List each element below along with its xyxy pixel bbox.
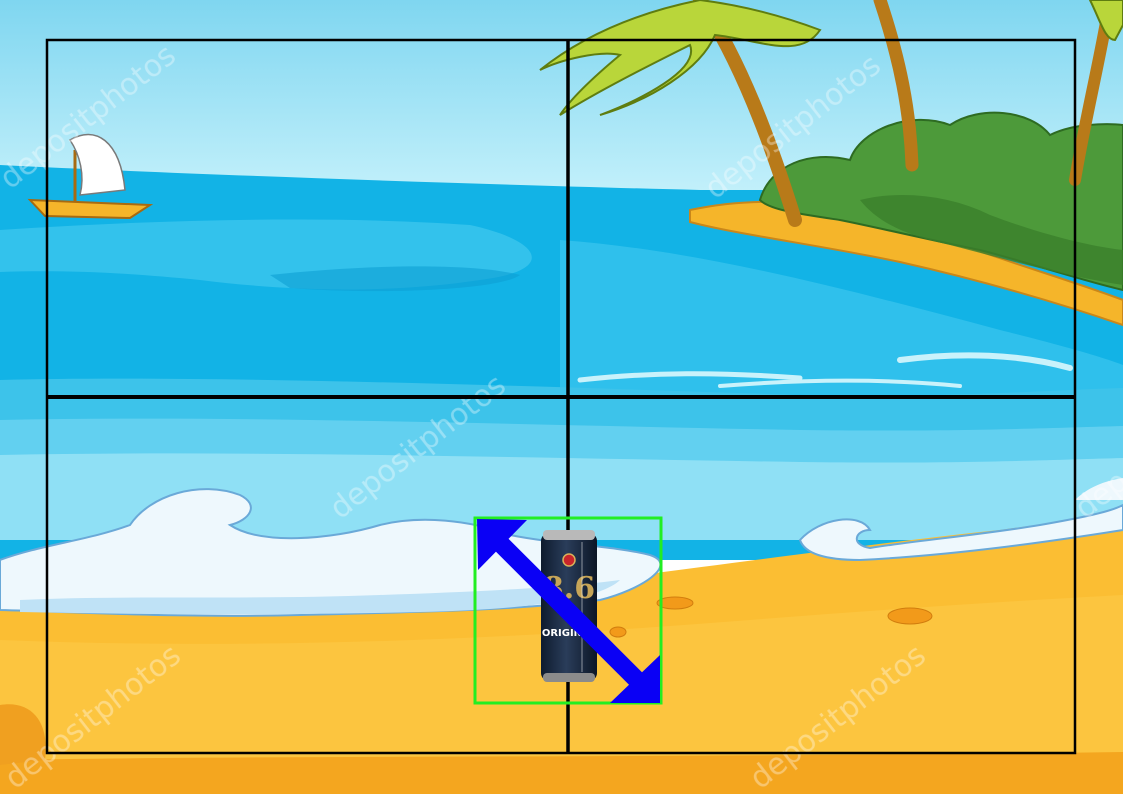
arrow-head-top-left — [477, 519, 527, 570]
pebble — [656, 596, 694, 610]
wave-line — [577, 371, 803, 383]
pebble — [609, 626, 627, 638]
sea-band — [0, 453, 1123, 540]
can-brand-label: ORIGINAL — [542, 628, 597, 639]
beach-sand-dark — [0, 704, 46, 765]
palm-trunk — [873, 0, 919, 172]
can-bottom — [543, 673, 595, 682]
arrow-head-bottom-right — [610, 655, 660, 703]
boat-sail — [68, 133, 126, 196]
wave-line — [897, 352, 1073, 371]
wave-line — [718, 378, 962, 388]
boat-hull — [27, 198, 154, 220]
sailboat — [27, 133, 154, 220]
foam-wave — [1075, 478, 1123, 500]
foam-wave — [798, 503, 1123, 562]
can-top — [543, 530, 595, 540]
arrow-shaft — [491, 534, 647, 690]
beach-sand-dark — [0, 752, 1123, 794]
palm-leaves — [539, 0, 822, 116]
bush-shade — [860, 195, 1123, 285]
can-emblem — [562, 553, 576, 567]
selection-box — [473, 516, 663, 705]
palm-leaves — [1088, 0, 1123, 42]
double-arrow — [477, 519, 660, 703]
pebble — [887, 607, 933, 625]
beach-sand-shade — [0, 595, 1123, 794]
sea-highlight — [270, 266, 520, 292]
foam-wave-shade — [20, 580, 620, 615]
